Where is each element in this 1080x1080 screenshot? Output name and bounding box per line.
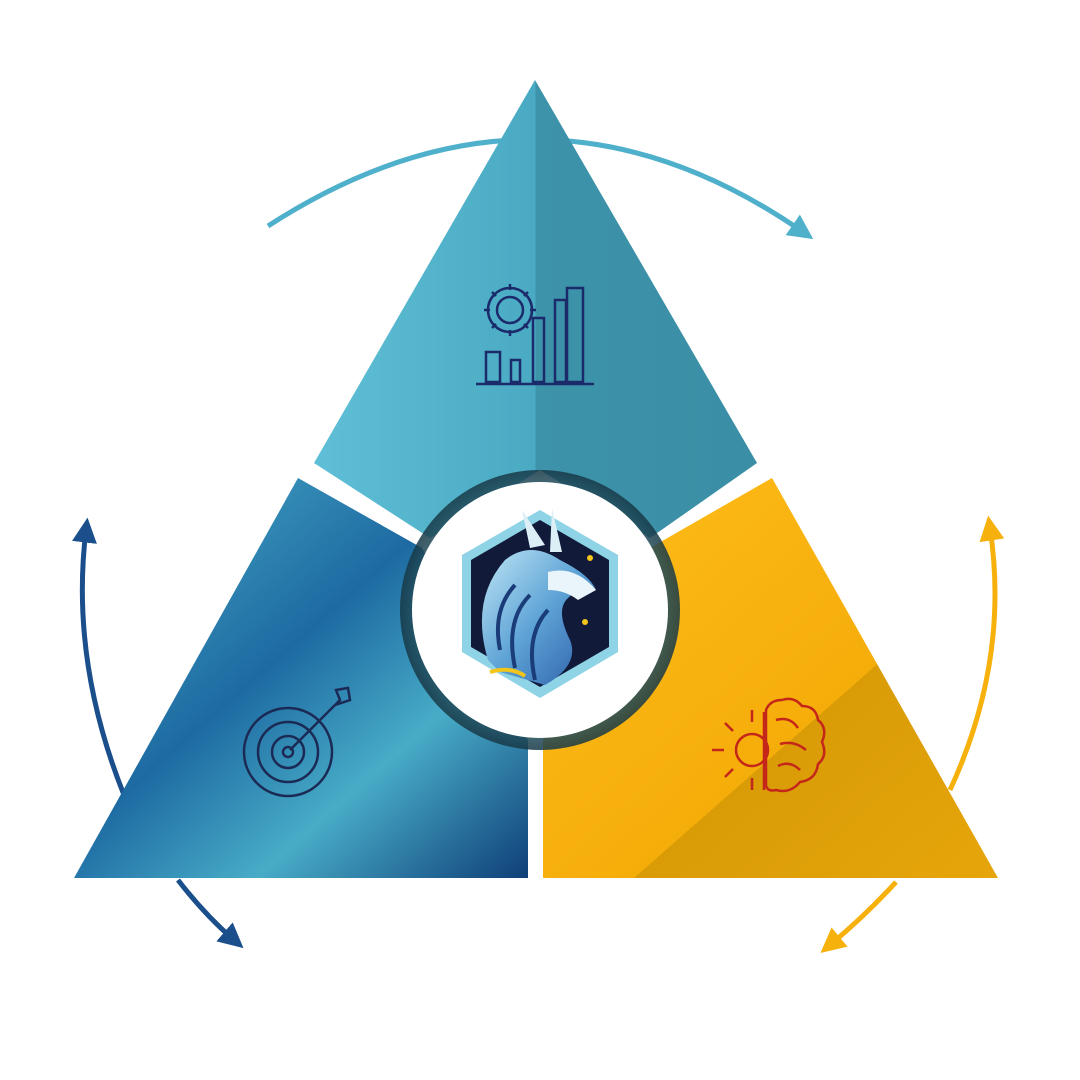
label-marketing-strategy: MARKETING + STRATEGY bbox=[772, 324, 1072, 428]
brain-gear-icon bbox=[712, 697, 826, 793]
arrow-right-down bbox=[820, 880, 898, 954]
target-arrow-icon bbox=[242, 686, 352, 798]
label-tech-ai: TECH & AI bbox=[390, 930, 690, 982]
arrow-left-up bbox=[72, 517, 127, 796]
label-first-party-data: FIRST-PARTY DATA bbox=[18, 324, 298, 428]
label-right-line-1: MARKETING + bbox=[785, 329, 1059, 370]
label-left-line-2: DATA bbox=[107, 381, 209, 422]
label-right-line-2: STRATEGY bbox=[815, 381, 1029, 422]
dragon-logo-icon bbox=[462, 508, 618, 698]
arrow-left-down bbox=[176, 878, 244, 949]
label-left-line-1: FIRST-PARTY bbox=[28, 329, 288, 370]
label-bottom-line-1: TECH & AI bbox=[441, 935, 639, 976]
arrow-right-up bbox=[947, 515, 1005, 792]
gear-bar-chart-icon bbox=[476, 284, 594, 386]
